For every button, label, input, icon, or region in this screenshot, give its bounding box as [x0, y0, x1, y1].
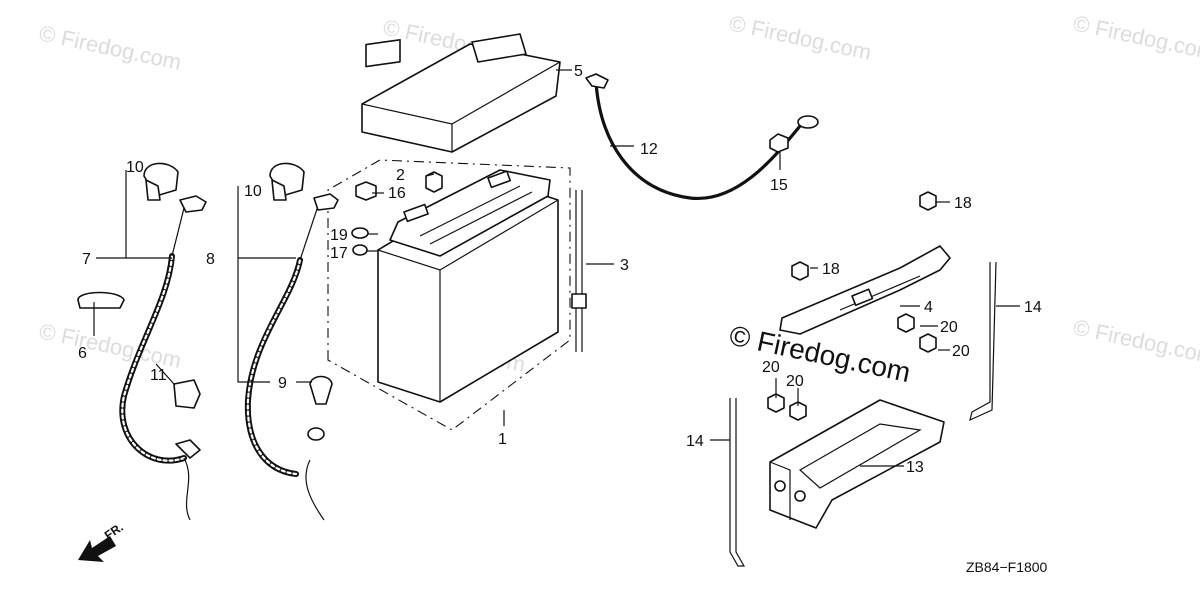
- ground-cable: [585, 73, 819, 200]
- callout-5: 5: [574, 63, 583, 80]
- watermark: © Firedog.com: [37, 318, 184, 373]
- callout-11: 11: [150, 367, 167, 384]
- callout-14b: 14: [686, 433, 704, 450]
- callout-1: 1: [498, 431, 507, 448]
- callout-17: 17: [330, 245, 348, 262]
- hold-down-rod: [571, 190, 587, 352]
- arrow-icon: [78, 536, 116, 562]
- callout-20d: 20: [786, 373, 804, 390]
- callout-20c: 20: [762, 359, 780, 376]
- callout-10a: 10: [126, 159, 144, 176]
- hold-down-rods: [729, 261, 997, 567]
- callout-6: 6: [78, 345, 87, 362]
- callout-20a: 20: [940, 319, 958, 336]
- leader-lines: [93, 69, 1020, 467]
- callout-7: 7: [82, 251, 91, 268]
- cable-7: [119, 162, 207, 521]
- bracket-hardware: [767, 191, 937, 421]
- battery-cover: [361, 33, 561, 153]
- watermark: © Firedog.com: [1071, 10, 1200, 65]
- callout-15: 15: [770, 177, 788, 194]
- cable-8: [244, 162, 339, 521]
- callout-3: 3: [620, 257, 629, 274]
- front-direction-marker: FR.: [78, 520, 126, 562]
- callout-8: 8: [206, 251, 215, 268]
- small-parts: [77, 291, 333, 409]
- callout-13: 13: [906, 459, 924, 476]
- watermark: © Firedog.com: [37, 20, 184, 75]
- callout-16: 16: [388, 185, 406, 202]
- watermark-main: © Firedog.com: [727, 320, 913, 389]
- battery-bracket: [779, 245, 951, 335]
- battery: [327, 159, 571, 431]
- battery-box: [769, 399, 945, 529]
- callout-14a: 14: [1024, 299, 1042, 316]
- callout-12: 12: [640, 141, 658, 158]
- diagram-code: ZB84−F1800: [966, 559, 1048, 575]
- callout-10b: 10: [244, 183, 262, 200]
- callout-9: 9: [278, 375, 287, 392]
- callout-18b: 18: [822, 261, 840, 278]
- callout-labels: 5 12 3 1 2 16 19 17 10 10 7 8 6 11 9 15 …: [78, 63, 1042, 476]
- watermark: © Firedog.com: [727, 10, 874, 65]
- callout-2: 2: [396, 167, 405, 184]
- callout-18a: 18: [954, 195, 972, 212]
- watermark-layer: © Firedog.com © Firedog.com © Firedog.co…: [37, 10, 1200, 377]
- callout-19: 19: [330, 227, 348, 244]
- terminal-hardware: [351, 171, 443, 256]
- callout-20b: 20: [952, 343, 970, 360]
- callout-4: 4: [924, 299, 933, 316]
- watermark: © Firedog.com: [1071, 314, 1200, 369]
